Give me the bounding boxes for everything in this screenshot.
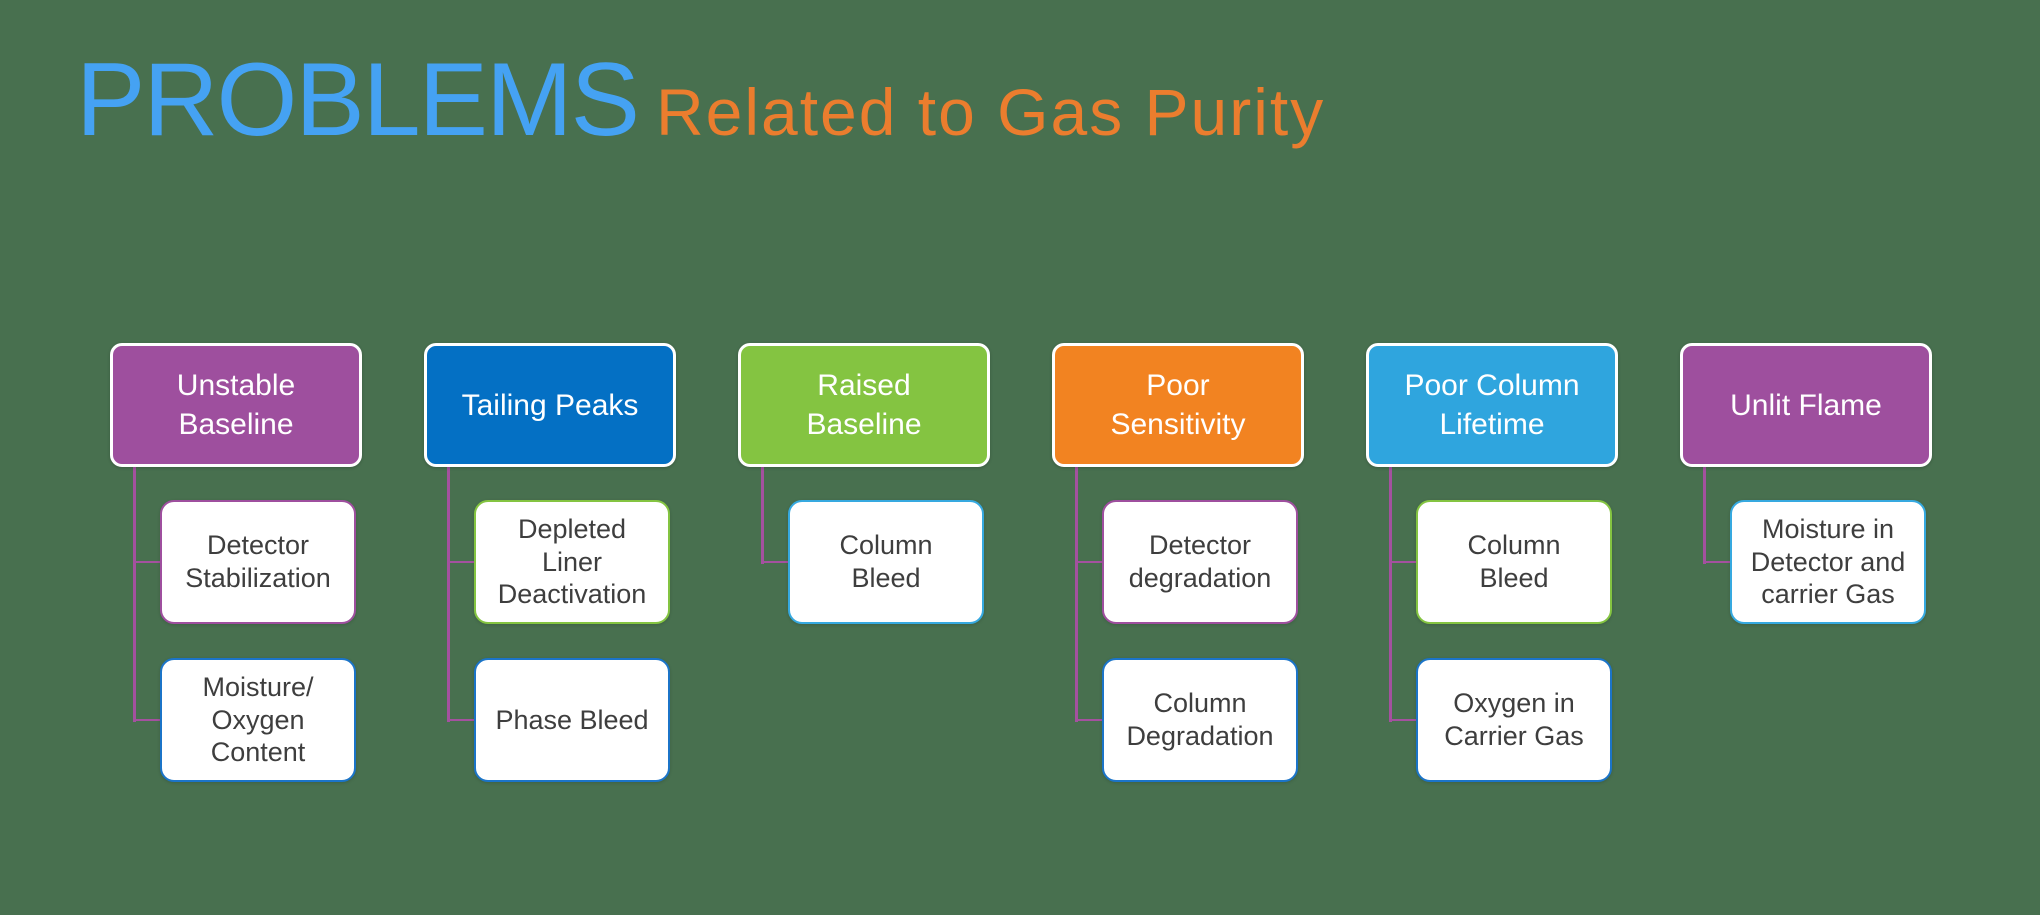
child-moisture-oxygen-content: Moisture/ Oxygen Content	[160, 658, 356, 782]
header-raised-baseline: Raised Baseline	[738, 343, 990, 467]
header-unlit-flame: Unlit Flame	[1680, 343, 1932, 467]
page-title: PROBLEMS Related to Gas Purity	[76, 48, 1325, 152]
connector-spine-poor-sensitivity	[1075, 465, 1078, 722]
connector-stub-moisture-in-detector-and-carrier-gas	[1703, 560, 1733, 564]
connector-stub-oxygen-in-carrier-gas	[1389, 718, 1419, 722]
child-column-bleed: Column Bleed	[1416, 500, 1612, 624]
child-detector-stabilization: Detector Stabilization	[160, 500, 356, 624]
connector-spine-tailing-peaks	[447, 465, 450, 722]
child-oxygen-in-carrier-gas: Oxygen in Carrier Gas	[1416, 658, 1612, 782]
connector-stub-moisture-oxygen-content	[133, 718, 163, 722]
connector-spine-raised-baseline	[761, 465, 764, 564]
header-unstable-baseline: Unstable Baseline	[110, 343, 362, 467]
child-column-degradation: Column Degradation	[1102, 658, 1298, 782]
connector-spine-poor-column-lifetime	[1389, 465, 1392, 722]
connector-stub-detector-degradation	[1075, 560, 1105, 564]
connector-stub-phase-bleed	[447, 718, 477, 722]
title-subtitle: Related to Gas Purity	[655, 75, 1326, 149]
connector-spine-unlit-flame	[1703, 465, 1706, 564]
connector-stub-column-bleed	[1389, 560, 1419, 564]
connector-spine-unstable-baseline	[133, 465, 136, 722]
header-poor-sensitivity: Poor Sensitivity	[1052, 343, 1304, 467]
child-detector-degradation: Detector degradation	[1102, 500, 1298, 624]
child-moisture-in-detector-and-carrier-gas: Moisture in Detector and carrier Gas	[1730, 500, 1926, 624]
connector-stub-depleted-liner-deactivation	[447, 560, 477, 564]
title-problems: PROBLEMS	[76, 42, 640, 158]
header-tailing-peaks: Tailing Peaks	[424, 343, 676, 467]
connector-stub-column-degradation	[1075, 718, 1105, 722]
connector-stub-column-bleed	[761, 560, 791, 564]
child-depleted-liner-deactivation: Depleted Liner Deactivation	[474, 500, 670, 624]
child-phase-bleed: Phase Bleed	[474, 658, 670, 782]
connector-stub-detector-stabilization	[133, 560, 163, 564]
child-column-bleed: Column Bleed	[788, 500, 984, 624]
header-poor-column-lifetime: Poor Column Lifetime	[1366, 343, 1618, 467]
